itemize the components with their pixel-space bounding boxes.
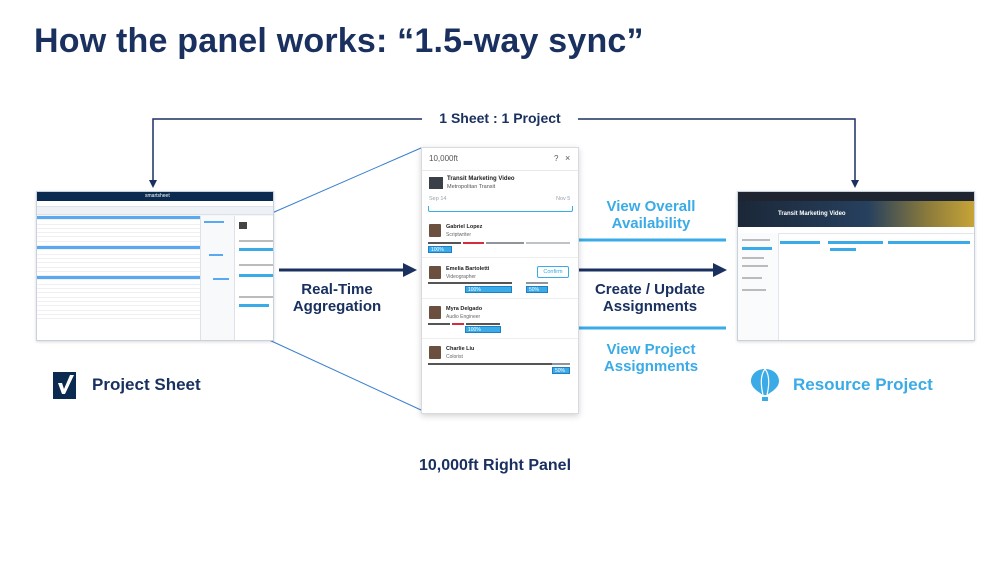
assignments-label: View Project Assignments [603, 341, 699, 375]
person-name: Emelia Bartoletti [446, 266, 490, 272]
smartsheet-brand: smartsheet [145, 193, 170, 199]
rp-assignment-bar [780, 241, 820, 244]
right-panel-caption: 10,000ft Right Panel [418, 457, 572, 474]
rp-sidebar [738, 233, 779, 340]
person-role: Scriptwriter [446, 232, 472, 238]
panel-date-end: Nov 5 [556, 196, 571, 202]
zoom-line-top [271, 147, 422, 214]
confirm-button[interactable]: Confirm [537, 266, 569, 278]
availability-label: View Overall Availability [606, 198, 696, 232]
avatar [429, 266, 441, 279]
avatar [429, 346, 441, 359]
rp-hero-title: Transit Marketing Video [778, 211, 846, 217]
smartsheet-gantt [200, 216, 235, 340]
panel-project-title: Transit Marketing Video [447, 176, 515, 182]
balloon-logo [751, 368, 779, 401]
close-icon[interactable]: × [565, 153, 571, 163]
smartsheet-side-panel [234, 216, 273, 340]
rp-navbar [738, 192, 974, 201]
create-update-label: Create / Update Assignments [594, 281, 706, 315]
panel-brand: 10,000ft [429, 154, 458, 163]
rp-assignment-bar [828, 241, 883, 244]
person-role: Videographer [446, 274, 476, 280]
rp-hero-banner: Transit Marketing Video [738, 201, 974, 227]
aggregation-label: Real-Time Aggregation [292, 281, 382, 315]
rp-tabs [738, 227, 974, 234]
project-sheet-label: Project Sheet [92, 375, 201, 394]
person-role: Colorist [446, 354, 463, 360]
rp-assignment-bar [888, 241, 970, 244]
person-name: Charlie Liu [446, 346, 475, 352]
allocation-bar: 100% [465, 326, 501, 333]
smartsheet-grid [37, 216, 200, 340]
person-role: Audio Engineer [446, 314, 481, 320]
resource-project-screenshot: Transit Marketing Video [737, 191, 975, 341]
smartsheet-toolbar [37, 207, 273, 215]
top-connector-label: 1 Sheet : 1 Project [439, 110, 561, 126]
person-name: Gabriel Lopez [446, 224, 483, 230]
project-thumbnail [429, 177, 443, 189]
allocation-bar: 100% [465, 286, 512, 293]
avatar [429, 306, 441, 319]
allocation-bar: 100% [428, 246, 452, 253]
panel-project-client: Metropolitan Transit [447, 184, 496, 190]
rp-assignment-bar [830, 248, 856, 251]
date-range-bracket [428, 206, 573, 212]
top-bracket-right [578, 118, 859, 188]
right-panel-mockup: 10,000ft ? × Transit Marketing Video Met… [421, 147, 579, 414]
person-name: Myra Delgado [446, 306, 483, 312]
panel-header: 10,000ft ? × [422, 148, 578, 171]
smartsheet-topbar: smartsheet [37, 192, 273, 201]
zoom-line-bottom [266, 338, 422, 411]
smartsheet-logo [53, 372, 76, 399]
allocation-bar: 50% [552, 367, 570, 374]
smartsheet-menu [37, 201, 273, 207]
allocation-bar: 50% [526, 286, 548, 293]
project-sheet-screenshot: smartsheet [36, 191, 274, 341]
resource-project-label: Resource Project [793, 375, 933, 394]
slide-title: How the panel works: “1.5-way sync” [34, 22, 644, 60]
top-bracket-left [149, 118, 422, 188]
panel-date-start: Sep 14 [429, 196, 447, 202]
avatar [429, 224, 441, 237]
help-icon[interactable]: ? [554, 154, 559, 163]
